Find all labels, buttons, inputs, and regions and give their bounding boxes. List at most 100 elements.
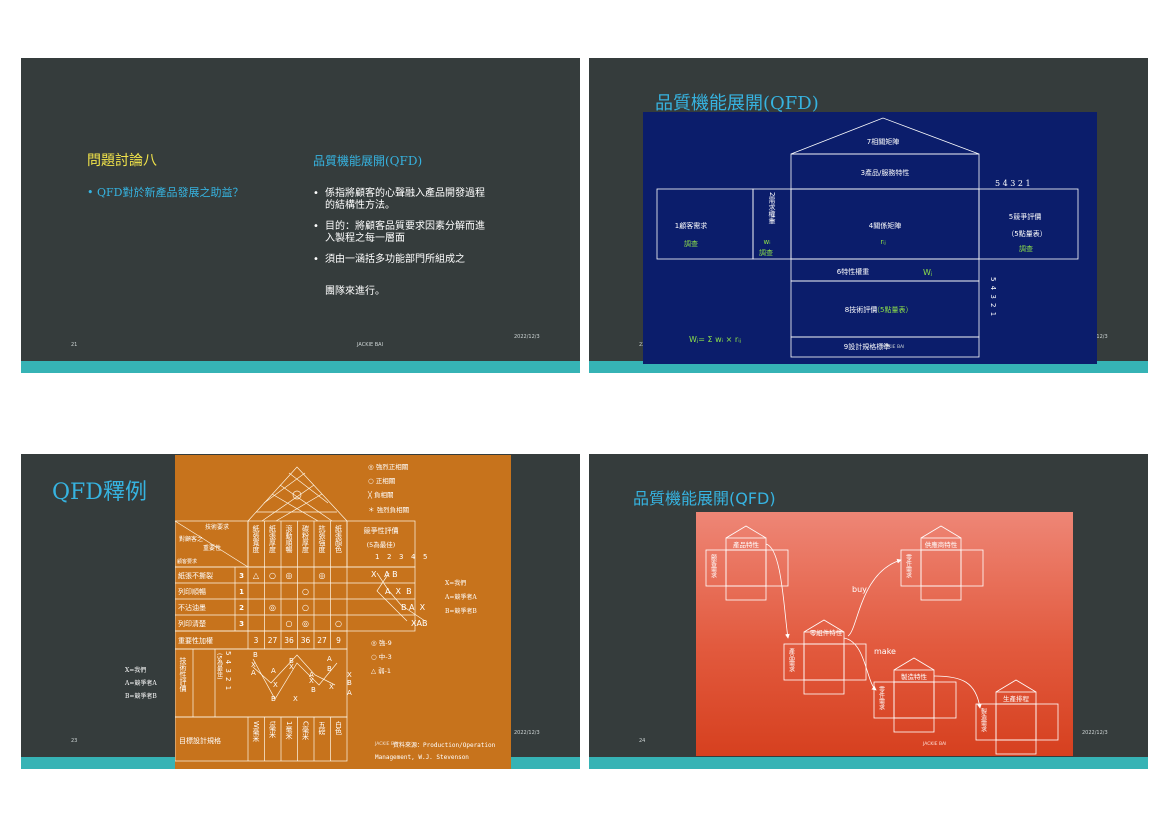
tech-col: 抗張強度 (318, 524, 326, 554)
svg-text:◎: ◎ (319, 571, 326, 580)
example-roof (247, 466, 348, 522)
slide-23[interactable]: QFD釋例 X=我們 A=競爭者A B=競爭者B 23 2022/12/3 (21, 454, 580, 769)
house1-roof (725, 525, 767, 539)
svg-text:3: 3 (254, 636, 259, 645)
svg-text:3: 3 (239, 620, 244, 628)
house5-body (995, 703, 1037, 741)
svg-text:X: X (309, 677, 314, 685)
footer-author: JACKIE BAI (374, 741, 398, 747)
svg-text:○: ○ (269, 571, 276, 580)
arrow-1-3 (765, 543, 790, 639)
svg-text:A: A (327, 655, 332, 663)
wj-label: Wⱼ (923, 268, 932, 277)
house5-side-label: 製造需求 (980, 707, 987, 732)
slide-number: 22 (639, 342, 645, 348)
wi-label: wᵢ (764, 238, 771, 246)
svg-text:◎: ◎ (269, 603, 276, 612)
svg-text:B A X: B A X (401, 603, 426, 612)
slide-22[interactable]: 品質機能展開(QFD) 22 2022/12/3 7相關矩陣 3產品/服務特性 … (589, 58, 1148, 373)
slide-title: QFD釋例 (52, 480, 147, 505)
bullet-tail: 團隊來進行。 (325, 286, 385, 297)
svg-text:B: B (271, 695, 276, 703)
svg-text:△: △ (253, 571, 260, 580)
roof-shape (790, 117, 980, 155)
legend-strong-negative: ＊ 強烈負相關 (368, 505, 409, 514)
house1-top-label: 產品特性 (733, 540, 760, 549)
svg-text:X: X (289, 663, 294, 671)
buy-label: buy (852, 585, 867, 594)
tech-eval-label: 技術性評價 (179, 656, 187, 693)
svg-text:27: 27 (317, 636, 327, 645)
svg-text:XAB: XAB (411, 619, 427, 628)
svg-text:A: A (347, 689, 352, 697)
slide-number: 24 (639, 738, 646, 744)
svg-text:X: X (347, 671, 352, 679)
formula-label: Wⱼ= Σ wᵢ × rᵢⱼ (689, 335, 741, 344)
house2-side-label: 零件需求 (905, 554, 912, 578)
bullet-item: 係指將顧客的心聲融入產品開發過程 的結構性方法。 (313, 188, 553, 212)
scale-horizontal: 5 4 3 2 1 (995, 179, 1031, 188)
svg-text:9: 9 (336, 636, 341, 645)
svg-text:1: 1 (375, 553, 379, 561)
legend-strong-positive: ◎ 強烈正相關 (368, 462, 408, 471)
competitive-box (978, 188, 1079, 260)
svg-text:36: 36 (301, 636, 311, 645)
arrow-make (843, 637, 877, 691)
svg-text:◎: ◎ (286, 571, 293, 580)
svg-text:X A B: X A B (371, 570, 398, 579)
bullet-list: 係指將顧客的心聲融入產品開發過程 的結構性方法。 目的：將顧客品質要求因素分解而… (313, 188, 553, 266)
characteristics-label: 3產品/服務特性 (861, 168, 910, 177)
svg-text:36: 36 (284, 636, 294, 645)
svg-text:1: 1 (239, 588, 244, 596)
house4-body (893, 681, 935, 719)
row-label: 列印順暢 (178, 587, 206, 596)
slide-24[interactable]: 品質機能展開(QFD) 24 2022/12/3 (589, 454, 1148, 769)
accent-band (589, 361, 1148, 373)
target-value: W毫米 (252, 721, 260, 743)
source-line2: Management, W.J. Stevenson (375, 754, 469, 761)
svg-text:◎: ◎ (302, 619, 309, 628)
target-label: 目標設計規格 (179, 736, 221, 745)
qfd-house-panel: 7相關矩陣 3產品/服務特性 1顧客需求 4關係矩陣 5競爭評價 （5點量表） … (643, 112, 1097, 364)
tech-eval-label: 8技術評價 (845, 305, 877, 314)
qfd-example-panel: ◎ 強烈正相關 ○ 正相關 ╳ 負相關 ＊ 強烈負相關 技術要求 對顧客之 重要… (174, 455, 511, 769)
svg-text:5: 5 (423, 553, 427, 561)
tech-col: 碳粉厚度 (302, 524, 310, 554)
house4-top-label: 製造特性 (901, 672, 928, 681)
source-line1: 資料來源：Production/Operation (393, 741, 496, 749)
svg-text:X=我們: X=我們 (445, 579, 466, 587)
accent-band (589, 757, 1148, 769)
right-title: 品質機能展開(QFD) (313, 154, 423, 168)
target-value: 五磅 (318, 721, 326, 736)
slide-21[interactable]: 問題討論八 • QFD對於新產品發展之助益？ 品質機能展開(QFD) 係指將顧客… (21, 58, 580, 373)
comp-title: 競爭性評價 (364, 526, 399, 535)
slide-title: 問題討論八 (87, 153, 157, 169)
row-label: 紙張不撕裂 (178, 571, 213, 580)
svg-text:A=競爭者A: A=競爭者A (444, 593, 477, 601)
svg-text:4: 4 (411, 553, 416, 561)
house2-body (920, 549, 962, 587)
left-bullet: • QFD對於新產品發展之助益？ (87, 186, 244, 199)
design-spec-label: 9設計規格標準 (844, 342, 890, 351)
svg-text:X: X (329, 683, 334, 691)
design-spec-box (790, 336, 980, 358)
tech-col: 滾動順暢 (285, 524, 293, 554)
footer-date: 2022/12/3 (514, 730, 540, 736)
svg-text:27: 27 (268, 636, 278, 645)
footer-author: JACKIE BAI (357, 342, 384, 348)
arrow-buy (847, 558, 902, 637)
char-weight-box (790, 258, 980, 282)
house2-top-label: 供應商特性 (925, 540, 958, 549)
survey2-label: 調查 (759, 248, 773, 257)
target-value: t毫米 (269, 721, 277, 739)
tech-eval-scale: 5 4 3 2 1 (224, 651, 232, 691)
svg-text:A: A (309, 671, 314, 679)
svg-text:A: A (251, 669, 256, 677)
row-label: 不沾油墨 (178, 603, 206, 612)
tech-scale-label: （5點量表） (873, 305, 912, 314)
svg-text:○ 中-3: ○ 中-3 (371, 652, 392, 661)
slide-number: 23 (71, 738, 78, 744)
svg-text:△ 弱-1: △ 弱-1 (371, 667, 391, 675)
qfd-example-diagram: ◎ 強烈正相關 ○ 正相關 ╳ 負相關 ＊ 強烈負相關 技術要求 對顧客之 重要… (174, 462, 496, 762)
house1-body (725, 549, 767, 587)
